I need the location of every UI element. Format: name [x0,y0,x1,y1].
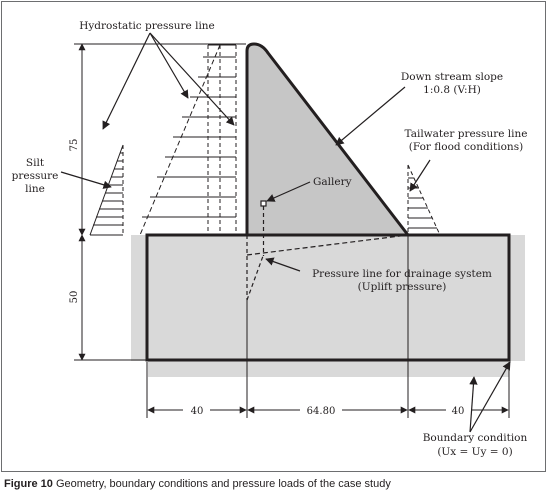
tailwater-pressure-diagram [407,164,441,236]
uplift-label: (Uplift pressure) [358,281,447,293]
foundation-extension-left [131,235,147,361]
drainage-label: Pressure line for drainage system [312,268,492,280]
boundary-label: Boundary condition [423,432,528,444]
figure-caption: Figure 10 Geometry, boundary conditions … [4,478,544,490]
silt-pressure-diagram [89,144,124,236]
silt-label-line-1: Silt [26,157,45,169]
horizontal-dimensions [146,236,510,418]
caption-text: Geometry, boundary conditions and pressu… [55,478,391,490]
foundation-depth-dimension: 50 [69,291,80,304]
base-width-dimension: 64.80 [307,406,336,417]
figure-number: Figure 10 [4,478,53,490]
silt-label-line-2: pressure [12,170,59,182]
leader-lines [60,32,511,433]
foundation-extension-bottom [148,360,509,377]
downstream-ratio-label: 1:0.8 (V:H) [423,84,481,96]
hydrostatic-hatching [142,56,236,218]
outer-frame [1,1,546,472]
downstream-length-dimension: 40 [452,406,465,417]
foundation-extension-right [509,235,525,361]
boundary-equation-label: (Ux = Uy = 0) [437,446,512,458]
tailwater-condition-label: (For flood conditions) [409,141,523,153]
foundation-block [145,233,511,362]
dam-body [245,42,410,237]
dam-height-dimension: 75 [69,139,80,152]
gallery-marker [260,200,267,207]
uplift-pressure-line [246,200,409,301]
tailwater-label: Tailwater pressure line [405,128,528,140]
upstream-length-dimension: 40 [191,406,204,417]
vertical-dimensions [74,43,246,361]
hydrostatic-pressure-diagram [139,44,237,236]
downstream-slope-label: Down stream slope [401,71,503,83]
hydrostatic-label: Hydrostatic pressure line [79,20,215,32]
silt-label-line-3: line [25,183,45,195]
gallery-label: Gallery [313,176,352,188]
